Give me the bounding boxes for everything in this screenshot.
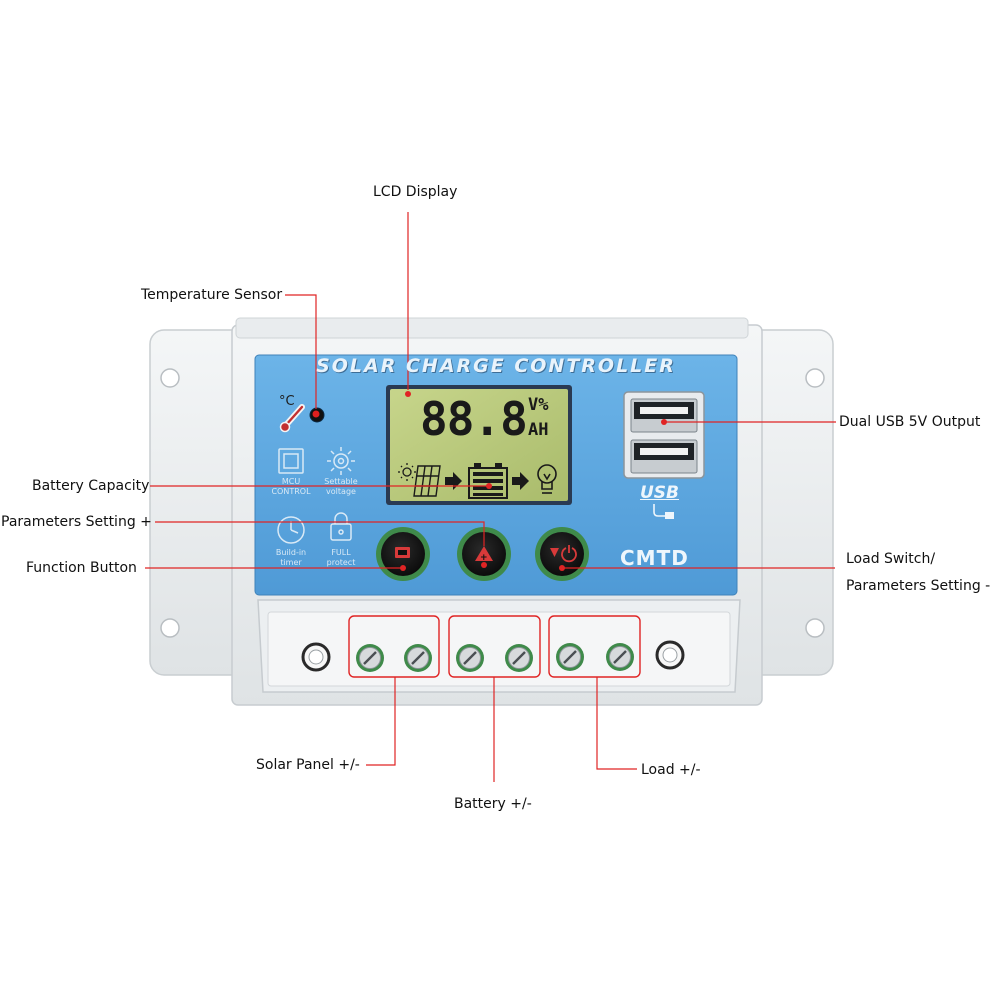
callout-dots — [400, 391, 667, 571]
load-terminal-box — [548, 615, 641, 678]
function-button[interactable] — [376, 527, 430, 581]
full-protect-label: FULL protect — [326, 548, 356, 567]
dual-usb-label: Dual USB 5V Output — [839, 414, 981, 430]
timer-label: Build-in timer — [275, 548, 307, 567]
usb-icon — [653, 504, 674, 519]
svg-text:+: + — [480, 553, 488, 563]
solar-panel-label: Solar Panel +/- — [256, 757, 360, 773]
load-switch-label: Load Switch/ — [846, 551, 936, 567]
arrow-icon — [512, 472, 529, 490]
panel-title: SOLAR CHARGE CONTROLLER — [316, 355, 676, 377]
brand-label: CMTD — [620, 546, 689, 570]
battery-label: Battery +/- — [454, 796, 532, 812]
usb-logo-text: USB — [640, 483, 680, 503]
parameters-setting-minus-label: Parameters Setting - — [846, 578, 991, 594]
lcd-digits: 88.8 — [420, 392, 528, 446]
load-switch-button[interactable] — [535, 527, 589, 581]
mcu-label: MCU CONTROL — [271, 477, 311, 496]
bulb-icon — [537, 464, 557, 494]
solar-terminal-box — [348, 615, 440, 678]
parameters-plus-button[interactable]: + — [457, 527, 511, 581]
thermometer-icon: °C — [279, 394, 305, 433]
terminal-strip — [257, 599, 741, 693]
settable-voltage-label: Settable voltage — [324, 477, 358, 496]
lcd-unit-top: V% — [528, 395, 549, 415]
battery-capacity-label: Battery Capacity — [32, 478, 150, 494]
callout-lines — [145, 212, 836, 782]
load-label: Load +/- — [641, 762, 701, 778]
lcd-display-label: LCD Display — [373, 184, 458, 200]
arrow-icon — [445, 472, 462, 490]
lcd-display — [386, 385, 572, 505]
terminal-screws — [356, 643, 634, 672]
svg-text:°C: °C — [279, 394, 295, 409]
parameters-setting-plus-label: Parameters Setting + — [1, 514, 152, 530]
function-button-label: Function Button — [26, 560, 137, 576]
settable-voltage-icon — [327, 447, 355, 475]
lock-icon — [330, 512, 352, 541]
lcd-unit-bottom: AH — [528, 420, 549, 440]
mcu-icon — [278, 448, 304, 474]
temperature-sensor-label: Temperature Sensor — [141, 287, 283, 303]
sun-icon — [398, 463, 416, 481]
dual-usb-port[interactable] — [623, 391, 705, 479]
right-mounting-ear — [744, 329, 834, 676]
